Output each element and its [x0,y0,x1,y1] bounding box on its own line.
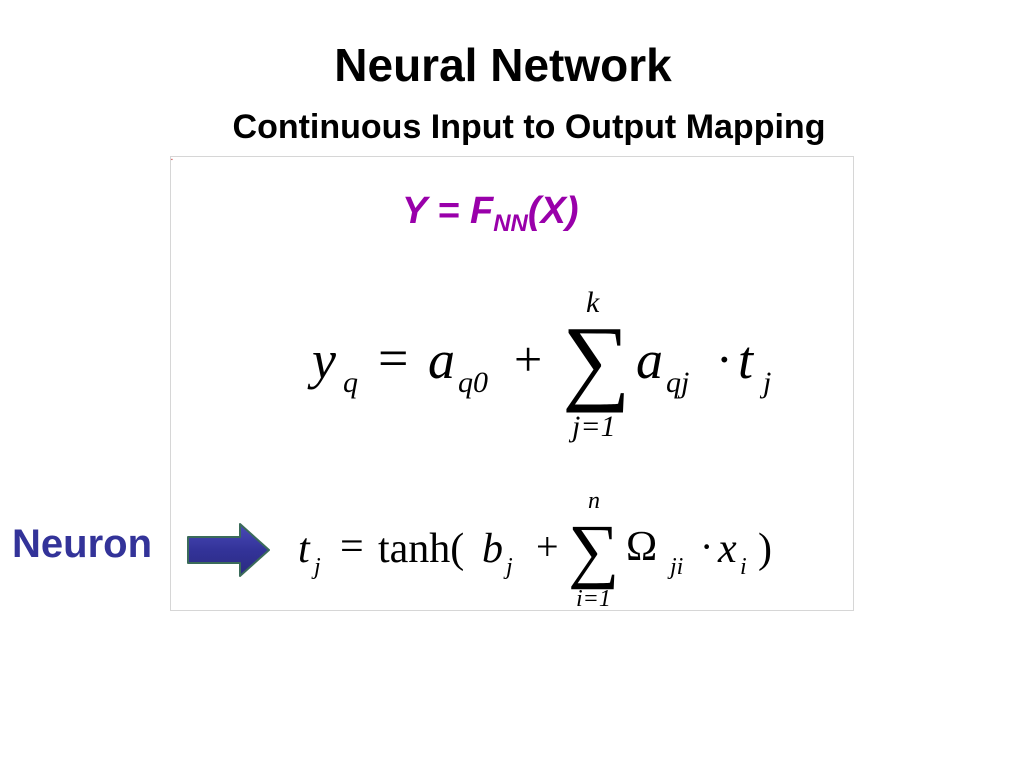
neq-plus: + [536,524,559,569]
eq-y-sub: q [343,366,358,399]
eq-equals: = [378,328,408,388]
model-formula-lhs: Y = F [402,190,494,232]
panel-corner-mark: ▪ [171,157,173,163]
neq-close: ) [758,526,772,572]
model-formula-rhs: (X) [527,190,579,232]
neq-b: b [482,526,503,572]
eq-t-sub: j [759,366,771,399]
eq-dot: · [716,331,733,387]
equation-panel [170,156,854,611]
eq-a: a [636,330,663,390]
model-formula-subscript: NN [493,210,528,237]
model-formula: Y = FNN(X) [402,190,579,238]
neq-sigma-lower: i=1 [576,586,611,612]
neuron-label: Neuron [12,522,152,566]
neq-t-sub: j [311,554,321,580]
neq-equals: = [340,524,364,570]
neq-x-sub: i [740,554,747,580]
neq-x: x [717,526,737,572]
eq-a0-sub: q0 [458,366,488,399]
eq-a0: a [428,330,455,390]
eq-sigma: ∑ [562,306,630,413]
neq-b-sub: j [503,554,513,580]
neq-omega: Ω [626,524,657,570]
neq-sigma: ∑ [568,510,619,590]
eq-sigma-upper: k [586,286,600,319]
page-subtitle: Continuous Input to Output Mapping [232,108,826,146]
eq-t: t [738,330,755,390]
output-equation: y q = a q0 + ∑ k j=1 a qj · t j [307,286,771,443]
neq-sigma-upper: n [588,488,600,514]
neq-t: t [298,526,311,572]
neq-omega-sub: ji [667,554,683,580]
eq-a-sub: qj [666,366,689,399]
eq-sigma-lower: j=1 [568,410,616,443]
neuron-equation: t j = tanh( b j + ∑ n i=1 Ω ji · x i ) [298,488,772,612]
eq-y: y [307,330,336,390]
neq-dot: · [700,524,713,569]
neq-func: tanh( [378,526,464,572]
right-arrow-icon [187,523,270,577]
eq-plus: + [514,331,542,387]
page-title: Neural Network [334,39,672,91]
